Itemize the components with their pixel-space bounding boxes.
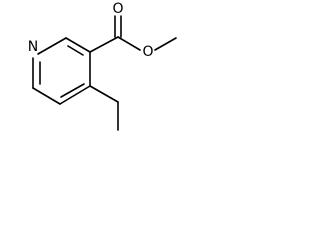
bond-c5-c6 [32, 87, 61, 105]
chemical-structure-diagram: N O O [28, 1, 177, 131]
ester-oxygen-label: O [142, 44, 153, 60]
bond-c3-ch2 [89, 85, 119, 103]
double-bond-c2-c3-inner [67, 45, 84, 56]
pyridine-ring [32, 37, 91, 105]
bond-c4-c5 [59, 85, 91, 105]
nitrogen-atom-label: N [28, 39, 38, 55]
bond-ester-o-methyl [154, 37, 177, 51]
double-bond-c4-c5-inner [60, 83, 85, 98]
ethyl-group [89, 85, 119, 131]
bond-n-c2 [37, 37, 67, 55]
methyl-ester-group [89, 15, 177, 53]
bond-c2-c3 [65, 37, 91, 53]
carbonyl-oxygen-label: O [112, 1, 123, 17]
bond-c2-carbonyl-c [89, 36, 119, 53]
bond-carbonyl-c-ester-o [117, 36, 141, 51]
